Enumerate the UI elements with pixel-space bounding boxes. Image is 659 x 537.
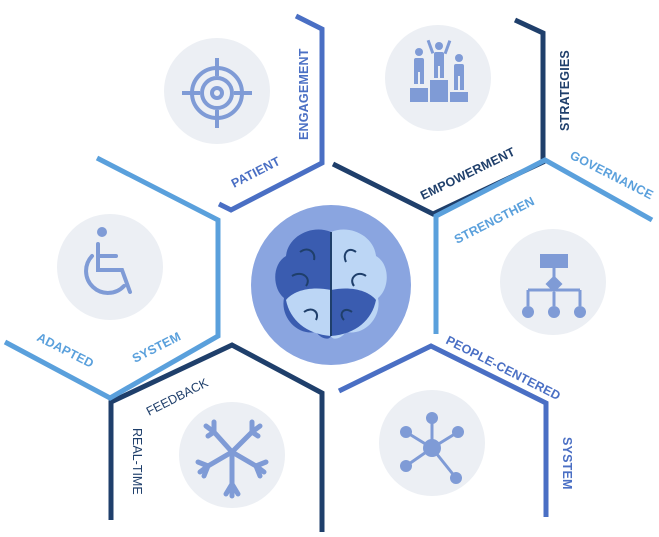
patient-engagement-frame [217, 13, 325, 213]
network-icon [400, 412, 464, 484]
feedback-frame [108, 342, 325, 532]
target-circle [164, 38, 270, 144]
label-real-time: REAL-TIME [130, 428, 144, 495]
label-strategies: STRATEGIES [558, 50, 572, 131]
label-empowerment: EMPOWERMENT [418, 145, 517, 203]
label-system-right: SYSTEM [560, 437, 574, 490]
label-engagement: ENGAGEMENT [297, 48, 311, 140]
brain-icon [275, 229, 387, 339]
hierarchy-icon [522, 254, 586, 318]
wheelchair-circle [57, 214, 163, 320]
adapted-frame [3, 155, 221, 401]
target-icon [182, 58, 252, 128]
podium-icon [410, 39, 468, 102]
label-governance: GOVERNANCE [568, 148, 656, 202]
wheelchair-icon [84, 227, 132, 295]
governance-frame [433, 157, 654, 334]
people-centered-frame [337, 343, 549, 517]
hands-icon [195, 419, 269, 499]
label-people-centered: PEOPLE-CENTERED [444, 333, 563, 403]
